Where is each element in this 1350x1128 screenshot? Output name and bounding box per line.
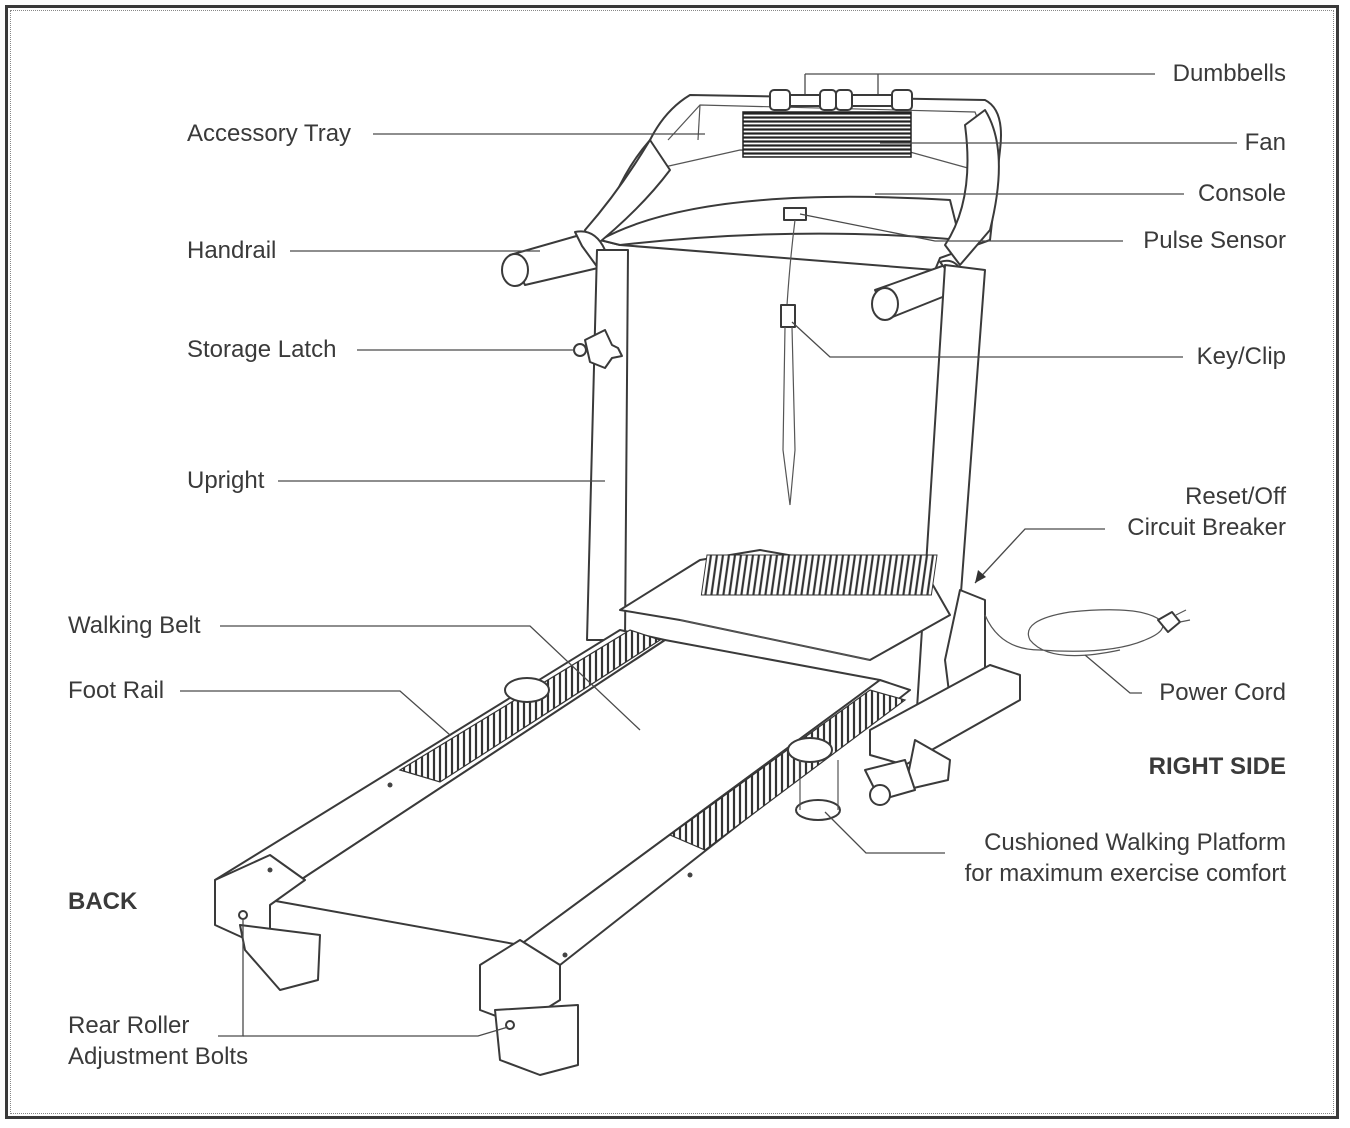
label-back: BACK (68, 888, 138, 915)
label-rear-roller-line1: Rear Roller (68, 1012, 190, 1039)
label-cushioned-line1: Cushioned Walking Platform (984, 829, 1286, 856)
label-accessory-tray: Accessory Tray (187, 120, 352, 147)
label-right-side: RIGHT SIDE (1148, 753, 1286, 780)
fan-grille (742, 111, 912, 158)
label-pulse-sensor: Pulse Sensor (1143, 227, 1286, 254)
label-cushioned-line2: for maximum exercise comfort (964, 860, 1286, 887)
label-reset-line1: Reset/Off (1185, 483, 1286, 510)
label-key-clip: Key/Clip (1196, 343, 1286, 370)
label-foot-rail: Foot Rail (68, 677, 165, 704)
key-clip-cord (780, 219, 796, 506)
label-storage-latch: Storage Latch (187, 336, 337, 363)
leader-lines (180, 73, 1237, 1037)
label-power-cord: Power Cord (1159, 679, 1286, 706)
power-cord (984, 609, 1191, 657)
diagram-frame (5, 5, 1339, 1119)
label-walking-belt: Walking Belt (68, 612, 201, 639)
left-handgrip (501, 230, 606, 287)
label-upright: Upright (187, 467, 265, 494)
label-rear-roller-line2: Adjustment Bolts (68, 1043, 249, 1070)
label-reset-line2: Circuit Breaker (1127, 514, 1286, 541)
label-fan: Fan (1244, 129, 1286, 156)
dumbbells-illustration (769, 89, 913, 111)
treadmill-deck (214, 549, 1021, 1076)
label-handrail: Handrail (187, 237, 277, 264)
label-console: Console (1197, 180, 1286, 207)
label-dumbbells: Dumbbells (1172, 60, 1286, 87)
